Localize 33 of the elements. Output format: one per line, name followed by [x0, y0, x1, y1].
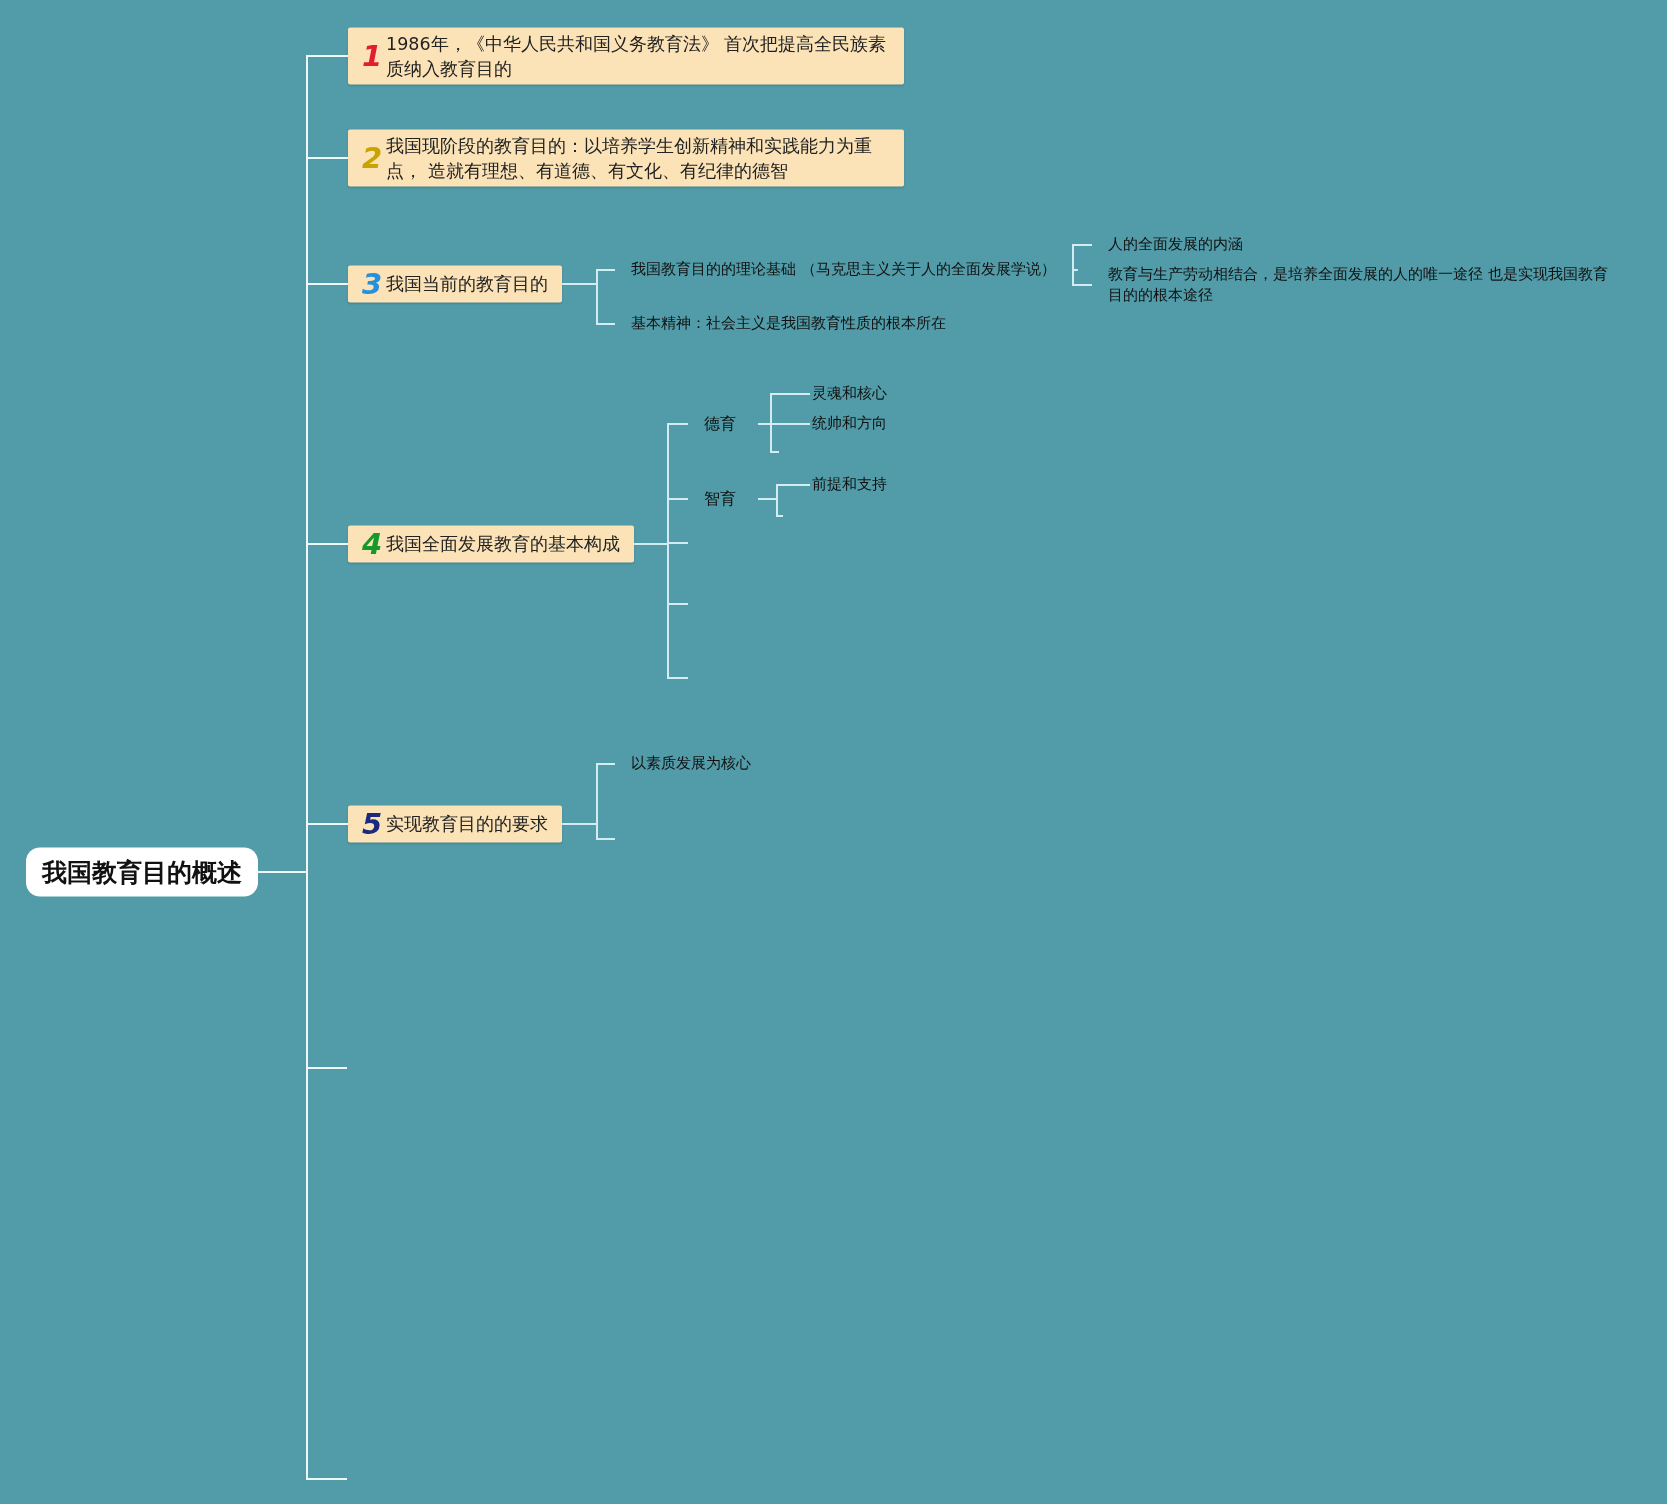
connector-line	[757, 423, 780, 453]
connector-line	[757, 498, 784, 517]
topic-text: 以素质发展为核心	[615, 753, 773, 775]
topic-text: 我国现阶段的教育目的：以培养学生创新精神和实践能力为重点， 造就有理想、有道德、有文化、有纪律的德智	[386, 134, 873, 182]
topic-text: 统帅和方向	[810, 415, 909, 433]
number-label: 4	[362, 529, 380, 559]
topic-text: 我国全面发展教育的基本构成	[386, 532, 620, 556]
topic-text: 我国教育目的的理论基础 （马克思主义关于人的全面发展学说）	[615, 259, 1078, 281]
number-label: 3	[362, 269, 380, 299]
topic-box	[348, 525, 634, 563]
topic-box	[348, 129, 904, 187]
number-label: 1	[362, 41, 380, 71]
number-label: 2	[362, 143, 380, 173]
topic-text: 实现教育目的的要求	[386, 812, 548, 836]
topic-text: 1986年，《中华人民共和国义务教育法》 首次把提高全民族素质纳入教育目的	[386, 32, 888, 80]
connector-line	[633, 543, 689, 679]
root-topic: 我国教育目的概述	[26, 847, 258, 897]
number-label: 5	[362, 809, 380, 839]
topic-box	[348, 27, 904, 85]
topic-box	[348, 805, 562, 843]
connector-line	[1072, 269, 1093, 286]
topic-text: 教育与生产劳动相结合，是培养全面发展的人的唯一途径 也是实现我国教育目的的根本途径	[1092, 264, 1632, 306]
topic-text: 人的全面发展的内涵	[1092, 234, 1265, 256]
topic-text: 基本精神：社会主义是我国教育性质的根本所在	[615, 313, 968, 335]
connector-line	[1072, 244, 1093, 271]
topic-text: 智育	[688, 487, 758, 511]
topic-text: 灵魂和核心	[810, 385, 909, 403]
topic-box	[348, 265, 562, 303]
connector-line	[561, 823, 616, 840]
topic-text: 德育	[688, 412, 758, 436]
connector-line	[561, 283, 616, 325]
topic-text: 我国当前的教育目的	[386, 272, 548, 296]
topic-text: 前提和支持	[810, 476, 909, 494]
